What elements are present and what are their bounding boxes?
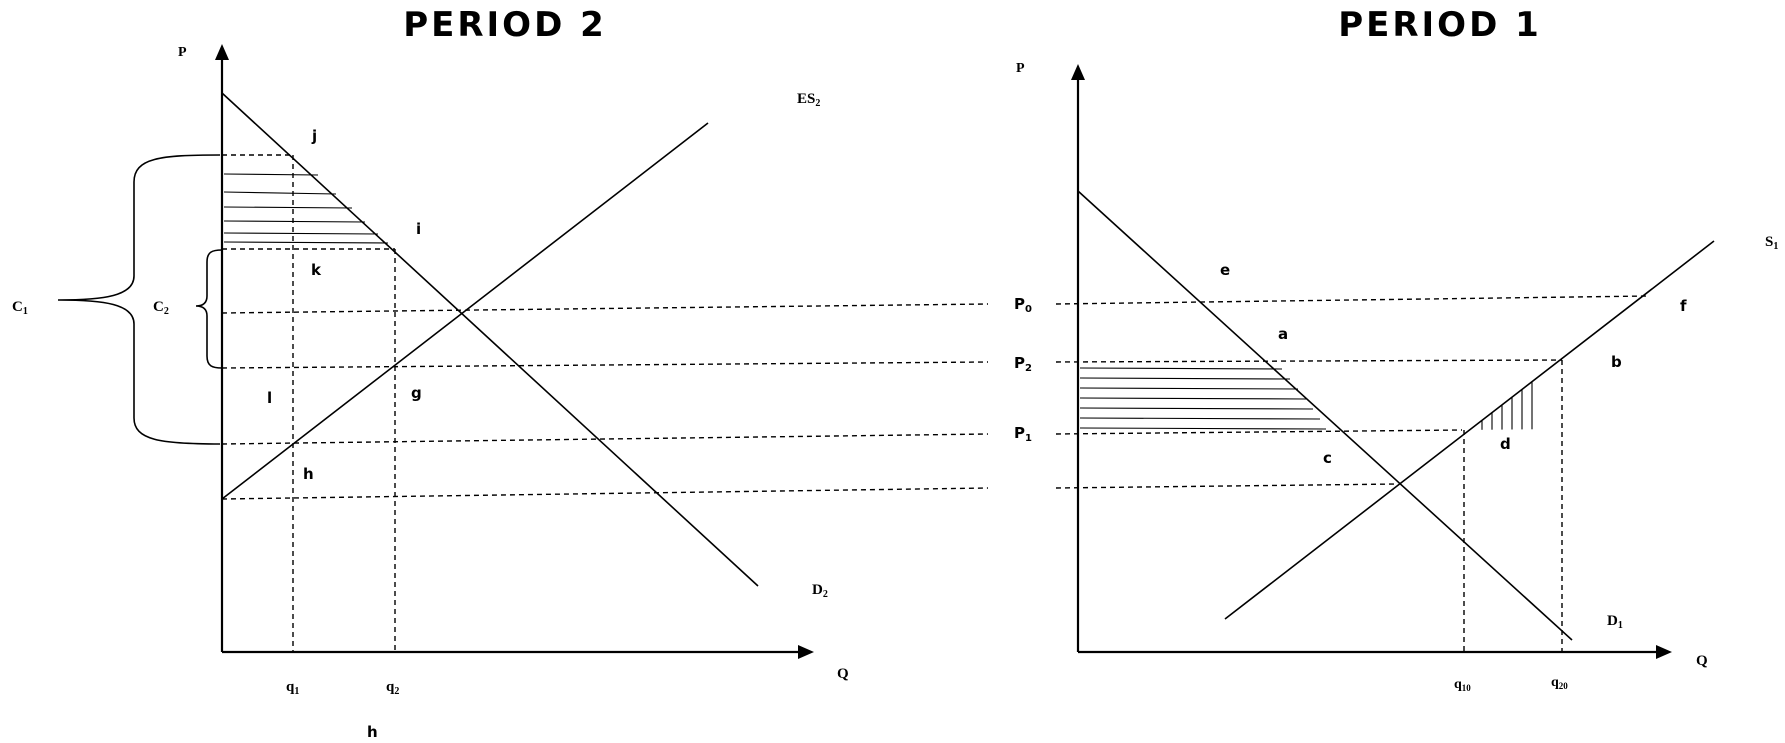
point-b-label: b [1611, 353, 1622, 371]
q20-label: q20 [1551, 675, 1568, 691]
point-j-label: j [311, 127, 317, 145]
period-2-panel: P Q C1 C2 ES2 D2 q1 q2 [12, 44, 989, 741]
p2-supply-curve [221, 122, 709, 500]
point-l-label: l [267, 389, 272, 407]
p1-x-axis-arrow-icon [1656, 645, 1672, 659]
p1-crosshatch-horizontals [1079, 367, 1327, 430]
q1-label: q1 [286, 679, 299, 697]
q10-label: q10 [1454, 677, 1471, 693]
p1-price-line [1055, 429, 1463, 435]
point-f-label: f [1680, 297, 1687, 315]
p2-x-axis-label: Q [837, 666, 849, 682]
point-g-label: g [411, 384, 422, 402]
bottom-h-label: h [367, 723, 378, 741]
p1-label: P1 [1014, 424, 1032, 444]
p1-demand-curve [1077, 190, 1573, 641]
c1-label: C1 [12, 299, 28, 317]
p2-label: P2 [1014, 354, 1032, 374]
point-h-label: h [303, 465, 314, 483]
p2-demand-curve [221, 92, 759, 587]
p2-price-line [1055, 359, 1563, 363]
p2-x-axis-arrow-icon [798, 645, 814, 659]
c2-brace-icon [195, 249, 223, 369]
c2-label: C2 [153, 299, 169, 317]
d2-label: D2 [812, 582, 828, 600]
period-1-title: PERIOD 1 [1338, 5, 1542, 45]
point-e-label: e [1220, 261, 1230, 279]
es2-label: ES2 [797, 91, 820, 109]
p0-price-line [1055, 295, 1649, 305]
s1-label: S1 [1765, 234, 1778, 252]
p1-guide-line [221, 433, 989, 445]
equilibrium-guide-line [221, 487, 989, 500]
point-i-label: i [416, 220, 421, 238]
p1-y-axis-arrow-icon [1071, 64, 1085, 80]
p1-x-axis-label: Q [1696, 653, 1708, 669]
p1-equilibrium-line [1055, 483, 1399, 489]
p0-label: P0 [1014, 295, 1032, 315]
p2-hatched-area [223, 173, 389, 244]
point-c-label: c [1323, 449, 1332, 467]
p1-supply-curve [1224, 240, 1715, 620]
period-1-panel: P Q P0 P2 P1 S1 D1 q10 q20 [1014, 61, 1778, 693]
c1-brace-icon [57, 154, 221, 445]
q2-label: q2 [386, 679, 399, 697]
p2-y-axis-arrow-icon [215, 44, 229, 60]
point-a-label: a [1278, 325, 1288, 343]
p2-guide-line [221, 361, 989, 369]
point-d-label: d [1500, 435, 1511, 453]
d1-label: D1 [1607, 613, 1623, 631]
p2-y-axis-label: P [178, 45, 187, 60]
p1-hatched-area [1481, 381, 1533, 430]
period-2-title: PERIOD 2 [403, 5, 607, 45]
p0-guide-line [221, 303, 989, 314]
p1-y-axis-label: P [1016, 61, 1025, 76]
point-k-label: k [311, 261, 322, 279]
